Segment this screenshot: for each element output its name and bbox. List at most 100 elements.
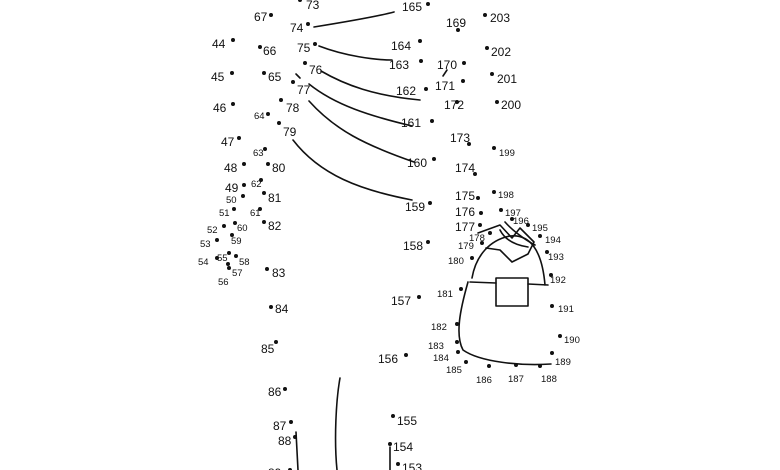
dot-184 [456,350,460,354]
dot-label-61: 61 [250,208,261,219]
dot-label-82: 82 [268,219,282,233]
dot-165 [426,2,430,6]
outline-stroke [308,83,413,127]
dot-154 [388,442,392,446]
dot-label-181: 181 [437,289,453,300]
dot-157 [417,295,421,299]
dot-label-84: 84 [275,302,289,316]
dot-190 [558,334,562,338]
dot-label-170: 170 [437,58,457,72]
dot-label-156: 156 [378,352,398,366]
dot-label-63: 63 [253,148,264,159]
dot-label-196: 196 [513,216,529,227]
dot-label-48: 48 [224,161,238,175]
dot-label-155: 155 [397,414,417,428]
dot-label-183: 183 [428,341,444,352]
dot-label-171: 171 [435,79,455,93]
outline-stroke [295,73,301,79]
dot-label-58: 58 [239,257,250,268]
dot-label-55: 55 [217,253,228,264]
dot-178 [488,231,492,235]
dot-76 [303,61,307,65]
dot-79 [277,121,281,125]
dot-203 [483,13,487,17]
dot-label-188: 188 [541,374,557,385]
dot-75 [313,42,317,46]
dot-label-80: 80 [272,161,286,175]
dot-182 [455,322,459,326]
dot-label-159: 159 [405,200,425,214]
dot-label-47: 47 [221,135,235,149]
dot-label-44: 44 [212,37,226,51]
outline-stroke [308,100,415,163]
dot-label-165: 165 [402,0,422,14]
dot-52 [222,224,226,228]
dot-80 [266,162,270,166]
dot-174 [473,172,477,176]
dot-197 [499,208,503,212]
dot-label-177: 177 [455,220,475,234]
dot-62 [259,178,263,182]
dot-85 [274,340,278,344]
dot-label-81: 81 [268,191,282,205]
dot-86 [283,387,287,391]
dot-163 [419,59,423,63]
dot-label-199: 199 [499,148,515,159]
dot-193 [545,250,549,254]
dot-label-203: 203 [490,11,510,25]
dot-56 [226,262,230,266]
dot-63 [263,147,267,151]
dot-170 [462,61,466,65]
dot-label-169: 169 [446,16,466,30]
dot-45 [230,71,234,75]
dot-label-54: 54 [198,257,209,268]
dot-label-186: 186 [476,375,492,386]
dot-61 [258,207,262,211]
dot-label-187: 187 [508,374,524,385]
dot-185 [464,360,468,364]
dot-192 [549,273,553,277]
outline-stroke [469,281,549,286]
dot-label-52: 52 [207,225,218,236]
dot-label-46: 46 [213,101,227,115]
dot-84 [269,305,273,309]
dot-57 [227,266,231,270]
dot-label-172: 172 [444,98,464,112]
dot-label-192: 192 [550,275,566,286]
dot-55 [227,251,231,255]
dot-label-85: 85 [261,342,275,356]
dot-66 [258,45,262,49]
dot-label-60: 60 [237,223,248,234]
dot-158 [426,240,430,244]
outline-stroke [292,139,413,201]
dot-label-191: 191 [558,304,574,315]
dot-label-193: 193 [548,252,564,263]
dot-195 [526,223,530,227]
dot-78 [279,98,283,102]
outline-stroke [458,281,552,366]
dot-label-173: 173 [450,131,470,145]
dot-159 [428,201,432,205]
dot-198 [492,190,496,194]
dot-60 [233,221,237,225]
dot-label-158: 158 [403,239,423,253]
outline-stroke [495,277,529,307]
dot-53 [215,238,219,242]
dot-59 [230,233,234,237]
dot-label-83: 83 [272,266,286,280]
dot-label-178: 178 [469,233,485,244]
dot-177 [478,223,482,227]
dot-87 [289,420,293,424]
dot-82 [262,220,266,224]
dot-label-64: 64 [254,111,265,122]
dot-81 [262,191,266,195]
dot-label-157: 157 [391,294,411,308]
dot-label-74: 74 [290,21,304,35]
outline-stroke [320,70,421,101]
dot-label-65: 65 [268,70,282,84]
dot-label-79: 79 [283,125,297,139]
dot-200 [495,100,499,104]
dot-47 [237,136,241,140]
outline-stroke [442,69,448,77]
